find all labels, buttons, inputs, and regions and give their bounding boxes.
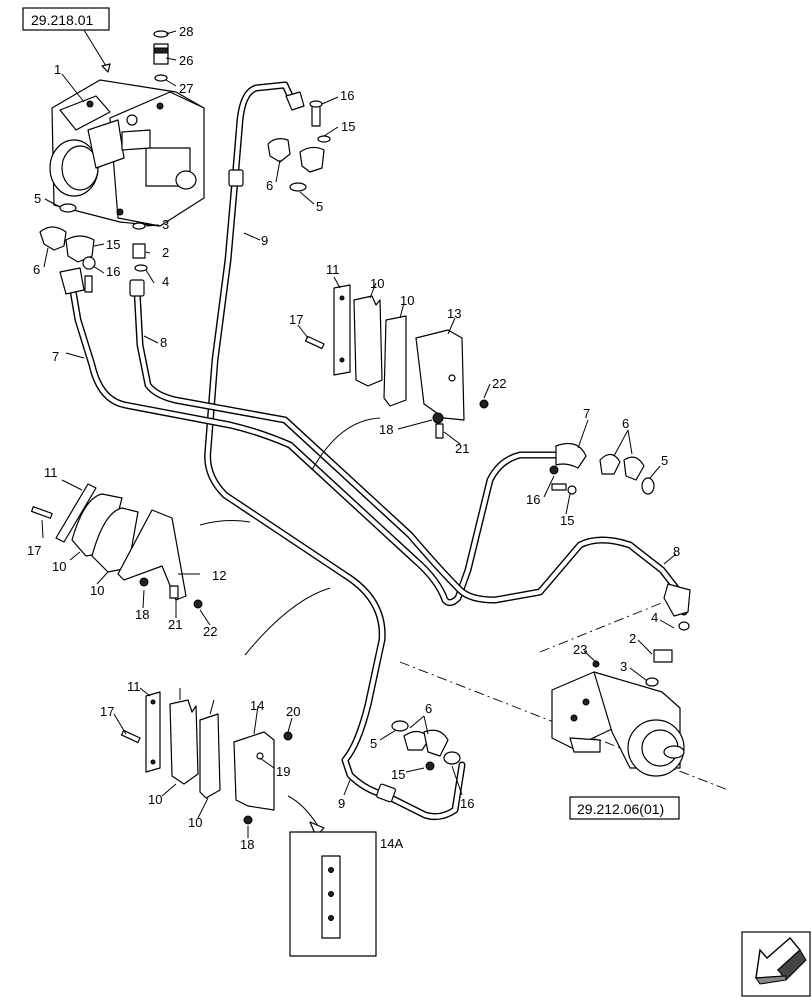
callout-16-top-right[interactable]: 16 — [340, 88, 354, 103]
callout-2-right[interactable]: 2 — [629, 631, 636, 646]
callout-15-top-right[interactable]: 15 — [341, 119, 355, 134]
callout-4-right[interactable]: 4 — [651, 610, 658, 625]
clamp-set-top-right — [267, 100, 331, 192]
callout-17-middle[interactable]: 17 — [27, 543, 41, 558]
callout-9-lower[interactable]: 9 — [338, 796, 345, 811]
callout-6-top-right[interactable]: 6 — [266, 178, 273, 193]
hydraulic-lines — [59, 81, 691, 821]
clamp-group-upper — [304, 284, 489, 439]
callout-9-upper[interactable]: 9 — [261, 233, 268, 248]
callout-14[interactable]: 14 — [250, 698, 264, 713]
callout-5-top-left[interactable]: 5 — [34, 191, 41, 206]
callout-6-top-left[interactable]: 6 — [33, 262, 40, 277]
ref-label-top-left: 29.218.01 — [31, 12, 93, 28]
callout-26[interactable]: 26 — [179, 53, 193, 68]
callout-5-top-right[interactable]: 5 — [316, 199, 323, 214]
callout-15-top-left[interactable]: 15 — [106, 237, 120, 252]
callout-21-upper[interactable]: 21 — [455, 441, 469, 456]
callout-labels: 28 26 27 1 5 3 2 4 15 16 6 9 16 15 6 5 7… — [27, 24, 680, 852]
clamp-group-middle — [30, 483, 203, 609]
line-7 — [59, 267, 587, 607]
clamp-group-lower — [120, 691, 293, 825]
callout-15-right-upper[interactable]: 15 — [560, 513, 574, 528]
inset-14a: 14A — [287, 795, 403, 957]
callout-10-lower-b[interactable]: 10 — [188, 815, 202, 830]
ref-label-bottom-right: 29.212.06(01) — [577, 801, 664, 817]
hydraulic-pump-top — [49, 79, 205, 227]
inset-14a-label: 14A — [380, 836, 403, 851]
callout-22-upper[interactable]: 22 — [492, 376, 506, 391]
leader-lines — [41, 30, 677, 838]
callout-1[interactable]: 1 — [54, 62, 61, 77]
hydraulic-motor — [399, 601, 729, 791]
clamp-set-left — [39, 203, 148, 293]
callout-10-middle-b[interactable]: 10 — [90, 583, 104, 598]
callout-15-right-lower[interactable]: 15 — [391, 767, 405, 782]
callout-10-upper-a[interactable]: 10 — [370, 276, 384, 291]
callout-6-right-upper[interactable]: 6 — [622, 416, 629, 431]
callout-7-right[interactable]: 7 — [583, 406, 590, 421]
fitting-stack-top — [153, 30, 169, 82]
callout-12[interactable]: 12 — [212, 568, 226, 583]
callout-22-middle[interactable]: 22 — [203, 624, 217, 639]
callout-16-right-upper[interactable]: 16 — [526, 492, 540, 507]
callout-5-right-upper[interactable]: 5 — [661, 453, 668, 468]
callout-8-upper[interactable]: 8 — [160, 335, 167, 350]
callout-17-upper[interactable]: 17 — [289, 312, 303, 327]
callout-13[interactable]: 13 — [447, 306, 461, 321]
callout-11-upper[interactable]: 11 — [326, 262, 340, 277]
callout-18-middle[interactable]: 18 — [135, 607, 149, 622]
callout-3-right[interactable]: 3 — [620, 659, 627, 674]
callout-2-top[interactable]: 2 — [162, 245, 169, 260]
callout-8-right[interactable]: 8 — [673, 544, 680, 559]
fittings-right-upper — [549, 453, 655, 495]
callout-3-top[interactable]: 3 — [162, 217, 169, 232]
callout-23[interactable]: 23 — [573, 642, 587, 657]
callout-19[interactable]: 19 — [276, 764, 290, 779]
callout-11-lower[interactable]: 11 — [127, 679, 141, 694]
callout-6-right-lower[interactable]: 6 — [425, 701, 432, 716]
ref-box-top-left[interactable]: 29.218.01 — [22, 7, 111, 73]
callout-11-middle[interactable]: 11 — [44, 465, 58, 480]
ref-box-bottom-right[interactable]: 29.212.06(01) — [569, 796, 680, 820]
callout-16-top-left[interactable]: 16 — [106, 264, 120, 279]
callout-20[interactable]: 20 — [286, 704, 300, 719]
callout-10-lower-a[interactable]: 10 — [148, 792, 162, 807]
fittings-right-lower — [391, 621, 690, 771]
callout-27[interactable]: 27 — [179, 81, 193, 96]
callout-28[interactable]: 28 — [179, 24, 193, 39]
callout-18-upper[interactable]: 18 — [379, 422, 393, 437]
callout-7-left[interactable]: 7 — [52, 349, 59, 364]
callout-18-lower[interactable]: 18 — [240, 837, 254, 852]
callout-21-middle[interactable]: 21 — [168, 617, 182, 632]
callout-5-right-lower[interactable]: 5 — [370, 736, 377, 751]
arrow-icon[interactable] — [741, 931, 811, 997]
callout-10-upper-b[interactable]: 10 — [400, 293, 414, 308]
callout-16-right-lower[interactable]: 16 — [460, 796, 474, 811]
callout-4-top[interactable]: 4 — [162, 274, 169, 289]
line-8 — [129, 279, 691, 617]
line-9 — [204, 81, 466, 821]
callout-10-middle-a[interactable]: 10 — [52, 559, 66, 574]
callout-17-lower[interactable]: 17 — [100, 704, 114, 719]
motion-lines — [199, 417, 381, 656]
